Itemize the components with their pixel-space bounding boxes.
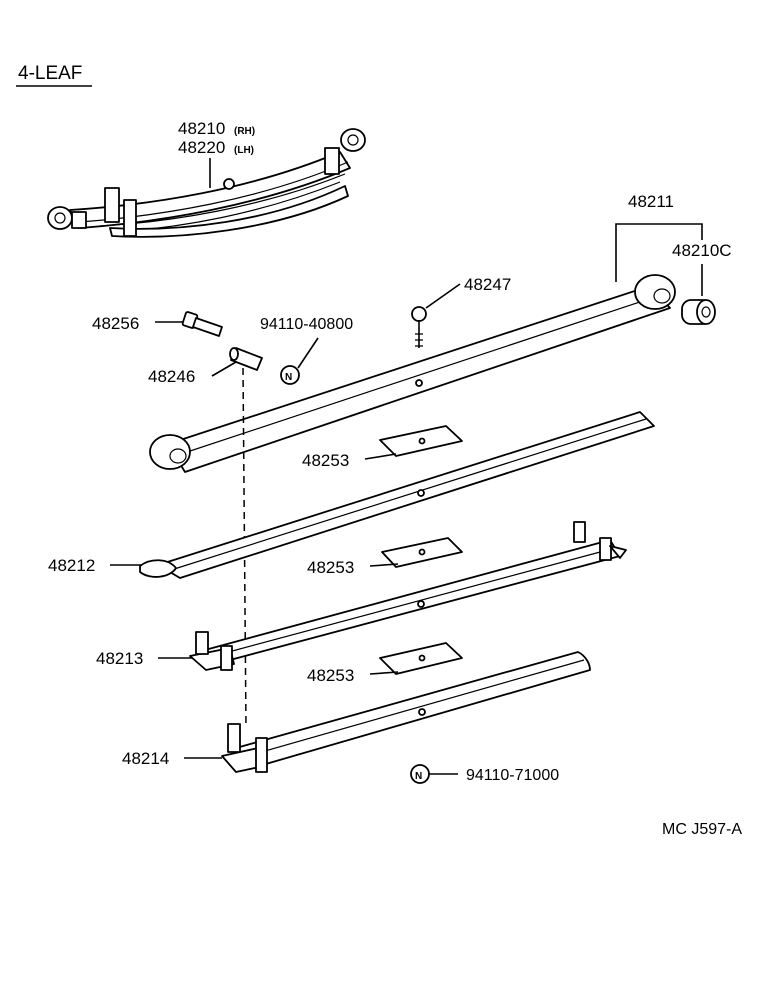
- spring-assembly-drawing: [47, 128, 366, 238]
- leaf-no2-drawing: [139, 411, 655, 579]
- leaf-no4-center-hole: [418, 708, 426, 716]
- assembly-clip-rear: [324, 147, 340, 175]
- leaf-no1-drawing: [149, 274, 676, 473]
- leader-48253-1: [364, 453, 397, 460]
- leaf-no4-drawing: [221, 651, 591, 773]
- label-48253-2: 48253: [307, 558, 354, 577]
- leaf-no4-body: [235, 651, 591, 769]
- bushing-end: [696, 299, 716, 325]
- leaf-no3-front-clip-right: [220, 645, 233, 671]
- leaf-no3-rear-clip-right: [599, 537, 612, 561]
- leader-48253-3: [369, 671, 399, 675]
- center-bolt-drawing: [181, 311, 223, 337]
- label-48256: 48256: [92, 314, 139, 333]
- assembly-center-bolt: [223, 178, 235, 190]
- assembly-clip-front-2: [123, 199, 137, 237]
- label-48212: 48212: [48, 556, 95, 575]
- label-94110-40800: 94110-40800: [260, 316, 353, 333]
- label-48220: 48220: [178, 138, 225, 157]
- leaf-no3-drawing: [189, 521, 627, 671]
- assembly-front-block: [71, 211, 87, 229]
- leader-48246: [211, 361, 237, 377]
- nut-symbol-1-text: N: [285, 372, 292, 383]
- label-48210-suffix: (RH): [234, 126, 255, 137]
- assembly-front-eye: [47, 206, 73, 230]
- leaf-no3-rear-tip: [609, 545, 627, 559]
- label-48220-suffix: (LH): [234, 145, 254, 156]
- section-header: 4-LEAF: [16, 63, 92, 87]
- nut-symbol-2-text: N: [415, 771, 422, 782]
- leaf-no4-clip-left: [227, 723, 241, 753]
- clip-bolt-head: [411, 306, 427, 322]
- leader-48247: [425, 283, 461, 309]
- label-94110-71000: 94110-71000: [466, 767, 559, 784]
- leader-48253-2: [369, 563, 399, 567]
- center-bolt-shank: [192, 317, 223, 337]
- label-48213: 48213: [96, 649, 143, 668]
- label-48210: 48210: [178, 119, 225, 138]
- clip-bolt-drawing: [411, 306, 427, 348]
- label-48210c: 48210C: [672, 241, 732, 260]
- bracket-48211: [615, 223, 703, 282]
- spacer-drawing: [229, 347, 263, 371]
- leaf-no3-front-clip-left: [195, 631, 209, 655]
- label-48211: 48211: [628, 192, 674, 211]
- spacer-end: [229, 347, 239, 361]
- leaf-no2-front-tip: [139, 559, 177, 578]
- assembly-leaf-top: [69, 151, 351, 229]
- label-48247: 48247: [464, 275, 511, 294]
- label-48253-1: 48253: [302, 451, 349, 470]
- label-48214: 48214: [122, 749, 169, 768]
- header-title: 4-LEAF: [18, 63, 82, 84]
- leader-94110-40800: [297, 337, 319, 369]
- assembly-rear-eye: [340, 128, 366, 152]
- leaf-no4-clip-right: [255, 737, 268, 773]
- leaf-no1-center-hole: [415, 379, 423, 387]
- assembly-clip-front: [104, 187, 120, 223]
- leaf-no3-center-hole: [417, 600, 425, 608]
- diagram-code: MC J597-A: [662, 821, 742, 838]
- nut-symbol-1: [280, 365, 300, 385]
- leaf-no1-front-eye: [149, 434, 191, 470]
- bushing-drawing: [681, 299, 716, 325]
- label-48253-3: 48253: [307, 666, 354, 685]
- label-48246: 48246: [148, 367, 195, 386]
- leaf-no2-center-hole: [417, 489, 425, 497]
- leaf-no3-rear-clip-left: [573, 521, 586, 543]
